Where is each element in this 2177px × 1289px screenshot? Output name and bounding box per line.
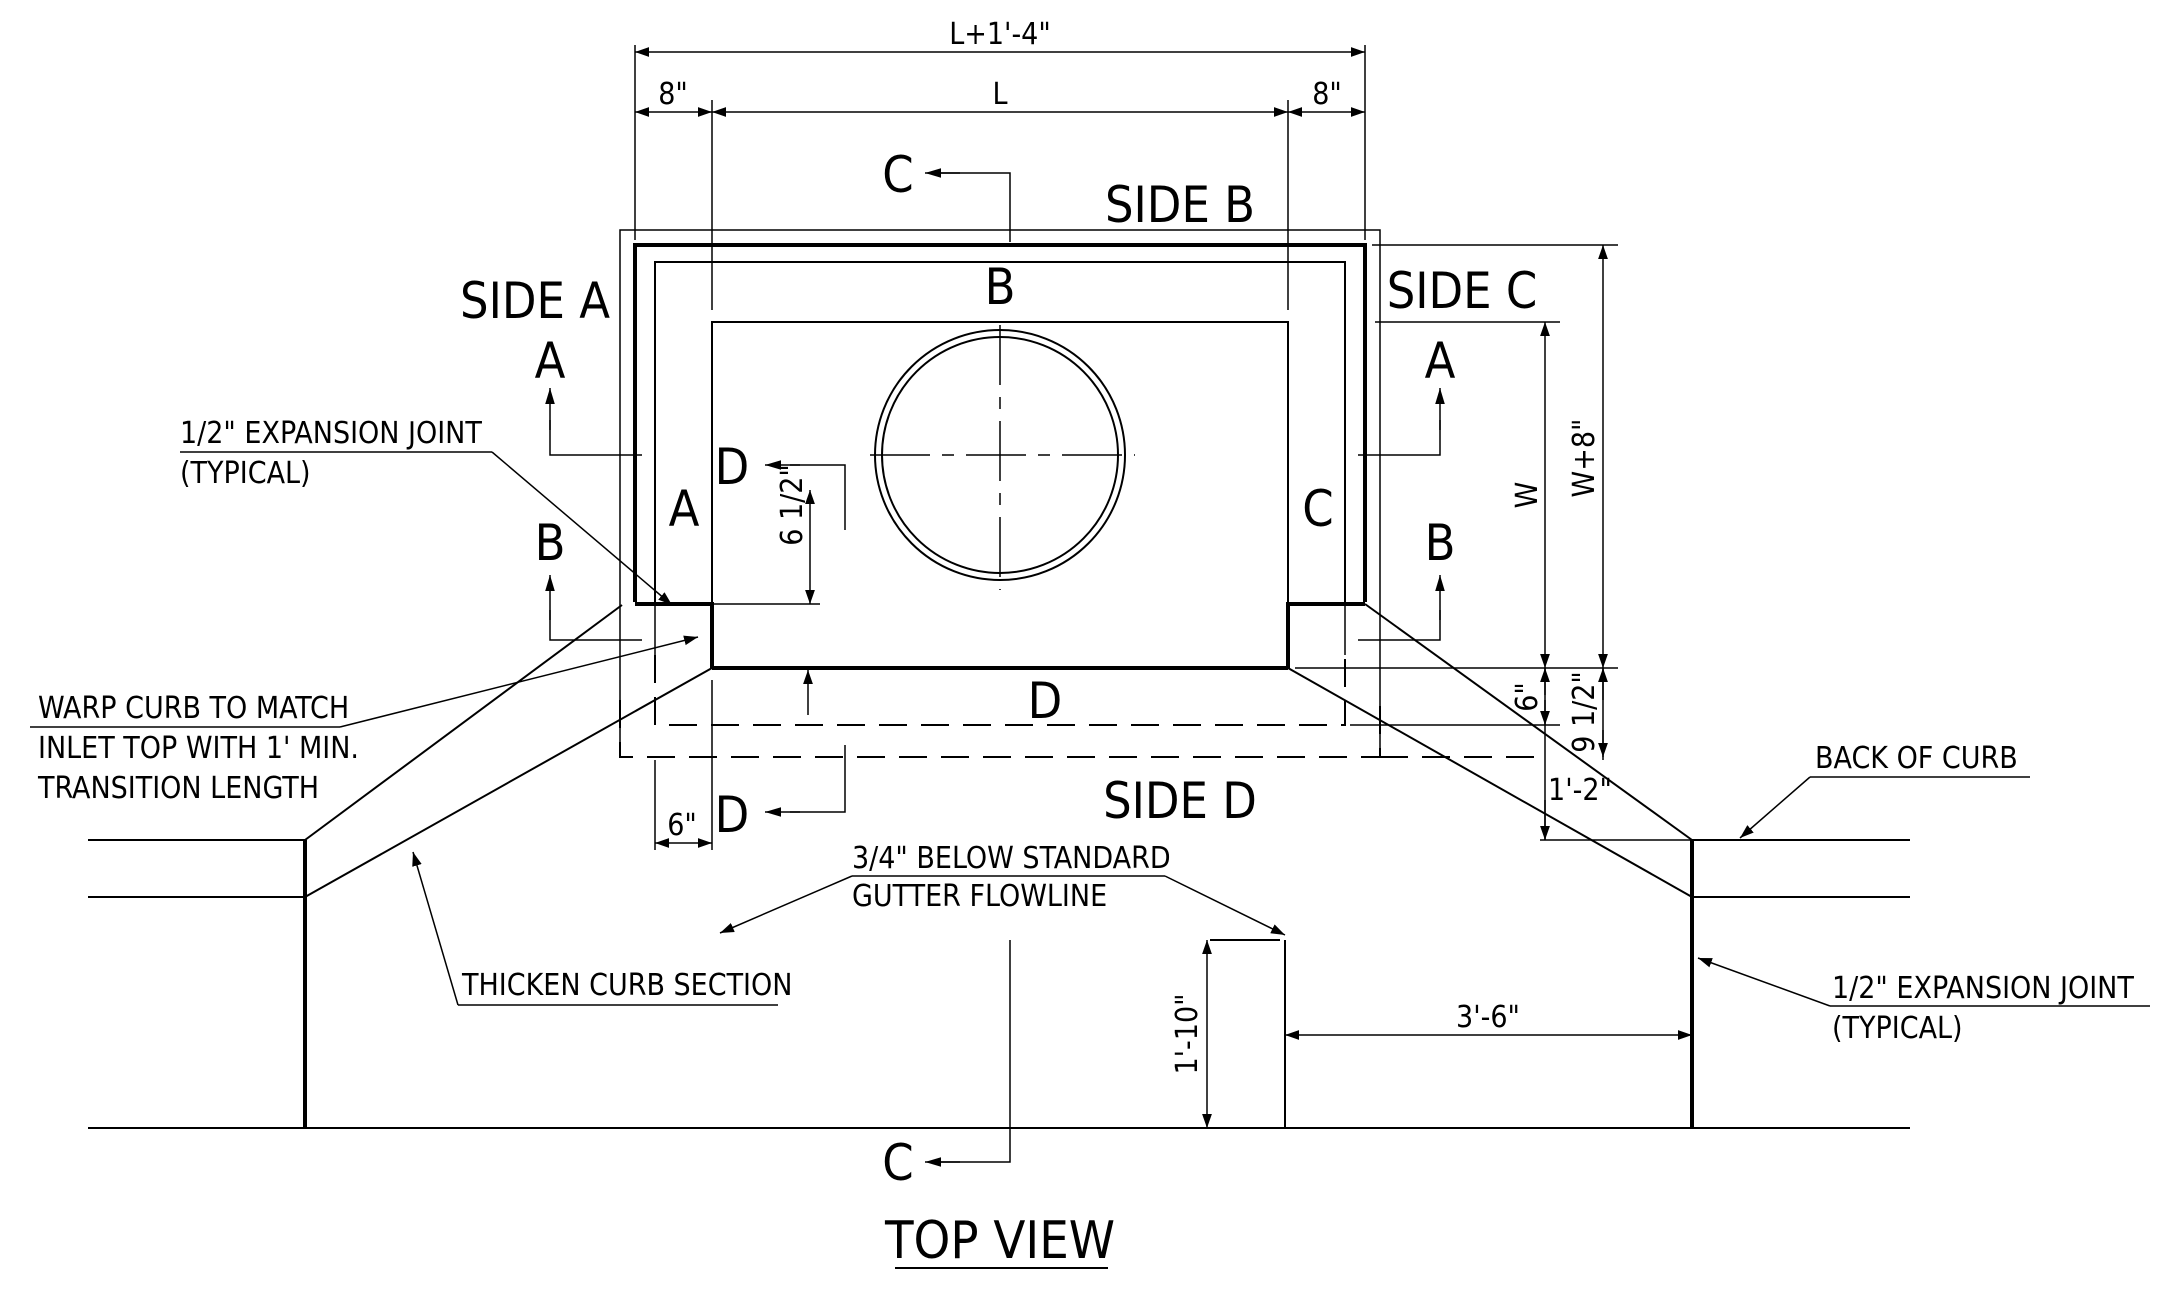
side-d-label: SIDE D <box>1103 772 1257 830</box>
note-expansion-right-1: 1/2" EXPANSION JOINT <box>1832 971 2134 1006</box>
section-marker-d-upper: D <box>715 438 750 496</box>
outer-wall <box>633 243 1367 602</box>
dimensions: L+1'-4" 8" L 8" W W+8" 6" 9 1/2" 1'-2" 6… <box>635 17 1692 1128</box>
notes: 1/2" EXPANSION JOINT (TYPICAL) WARP CURB… <box>30 416 2150 1046</box>
dim-transition: 3'-6" <box>1456 1000 1520 1035</box>
note-gutter-1: 3/4" BELOW STANDARD <box>852 841 1171 876</box>
side-c-label: SIDE C <box>1387 262 1538 320</box>
note-expansion-left-1: 1/2" EXPANSION JOINT <box>180 416 482 451</box>
transition-left-lower <box>304 667 713 898</box>
right-notch <box>1286 602 1365 668</box>
dim-width: W <box>1510 482 1545 509</box>
section-cuts: C C A A B B D D <box>535 146 1456 1192</box>
transition-left-upper <box>304 604 623 841</box>
hidden-inner <box>654 655 1346 726</box>
outer-outline <box>619 229 1381 757</box>
dim-right-wall: 8" <box>1312 77 1342 112</box>
note-warp-1: WARP CURB TO MATCH <box>38 691 349 726</box>
curb-gutter <box>88 603 1910 1129</box>
wall-letter-b: B <box>985 258 1016 316</box>
side-a-label: SIDE A <box>460 272 610 330</box>
dim-front-6: 6" <box>1510 682 1545 712</box>
dim-opening-6-half: 6 1/2" <box>775 464 810 546</box>
section-marker-a-left: A <box>535 332 566 390</box>
note-warp-2: INLET TOP WITH 1' MIN. <box>38 731 359 766</box>
dim-front-1-2: 1'-2" <box>1548 773 1612 808</box>
view-title-group: TOP VIEW <box>884 1211 1115 1271</box>
dim-overall-width: W+8" <box>1567 419 1602 498</box>
section-marker-a-right: A <box>1425 332 1456 390</box>
dim-d-wall: 6" <box>667 808 697 843</box>
wall-letter-a: A <box>669 480 700 538</box>
section-marker-b-right: B <box>1425 514 1456 572</box>
note-expansion-left-2: (TYPICAL) <box>180 456 311 491</box>
dim-inner-length: L <box>992 77 1007 112</box>
note-thicken: THICKEN CURB SECTION <box>461 968 792 1003</box>
section-marker-c-top: C <box>882 146 913 204</box>
left-notch <box>635 602 714 668</box>
transition-right-lower <box>1287 667 1693 898</box>
dim-depression: 1'-10" <box>1170 993 1205 1074</box>
section-marker-d-lower: D <box>715 786 750 844</box>
opening-top <box>711 321 1289 602</box>
section-marker-b-left: B <box>535 514 566 572</box>
wall-letter-d: D <box>1028 672 1063 730</box>
wall-letter-c: C <box>1302 480 1333 538</box>
hidden-lines <box>619 655 1540 758</box>
side-labels: SIDE B SIDE A SIDE C SIDE D <box>460 176 1537 830</box>
wall-letters: B A C D <box>669 258 1334 730</box>
view-title: TOP VIEW <box>884 1211 1115 1271</box>
note-warp-3: TRANSITION LENGTH <box>37 771 319 806</box>
hidden-outer <box>619 700 1381 758</box>
side-b-label: SIDE B <box>1105 176 1255 234</box>
transition-right-upper <box>1364 603 1693 841</box>
note-back-of-curb: BACK OF CURB <box>1815 741 2018 776</box>
dim-overall-length: L+1'-4" <box>949 17 1051 52</box>
pipe-opening <box>870 325 1135 590</box>
inner-wall <box>654 261 1346 602</box>
note-expansion-right-2: (TYPICAL) <box>1832 1011 1963 1046</box>
section-marker-c-bottom: C <box>882 1134 913 1192</box>
dim-left-wall: 8" <box>658 77 688 112</box>
note-gutter-2: GUTTER FLOWLINE <box>852 879 1107 914</box>
dim-front-9-half: 9 1/2" <box>1567 671 1602 753</box>
